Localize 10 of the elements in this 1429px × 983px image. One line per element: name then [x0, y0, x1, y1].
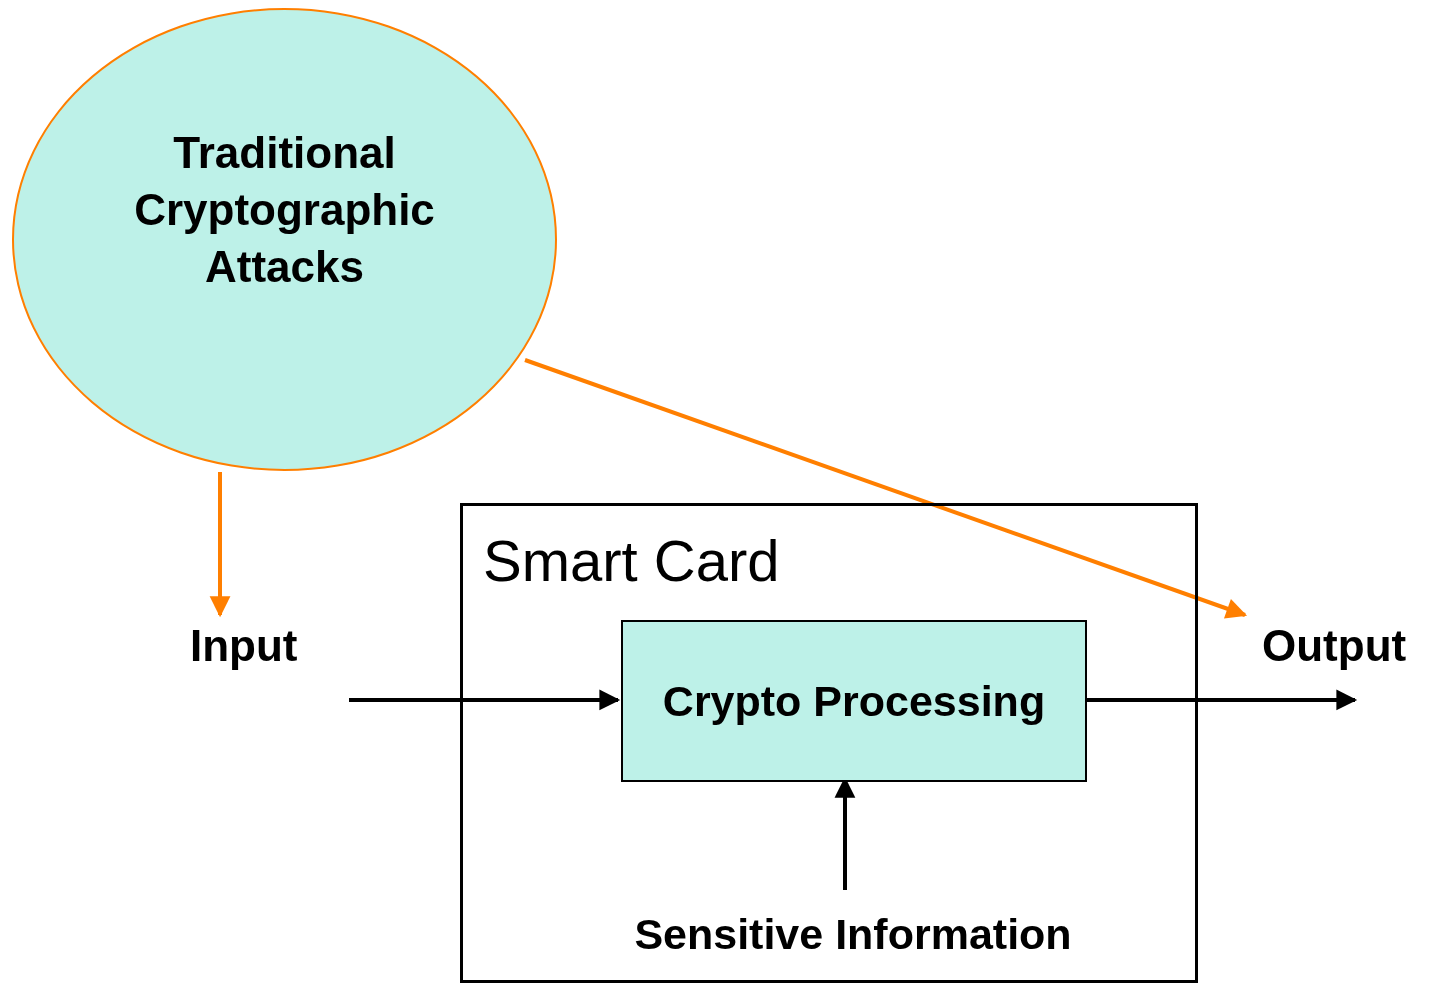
- card-title: Smart Card: [483, 528, 780, 594]
- ellipse-label: Traditional Cryptographic Attacks: [133, 127, 436, 293]
- sensitive-information-label: Sensitive Information: [634, 909, 1072, 960]
- input-label: Input: [190, 620, 299, 672]
- process-box: Crypto Processing: [621, 620, 1087, 782]
- arrow: [209, 472, 231, 618]
- output-label: Output: [1262, 620, 1408, 672]
- arrow: [349, 689, 621, 711]
- arrow: [524, 358, 1248, 619]
- card-frame: [460, 503, 1198, 983]
